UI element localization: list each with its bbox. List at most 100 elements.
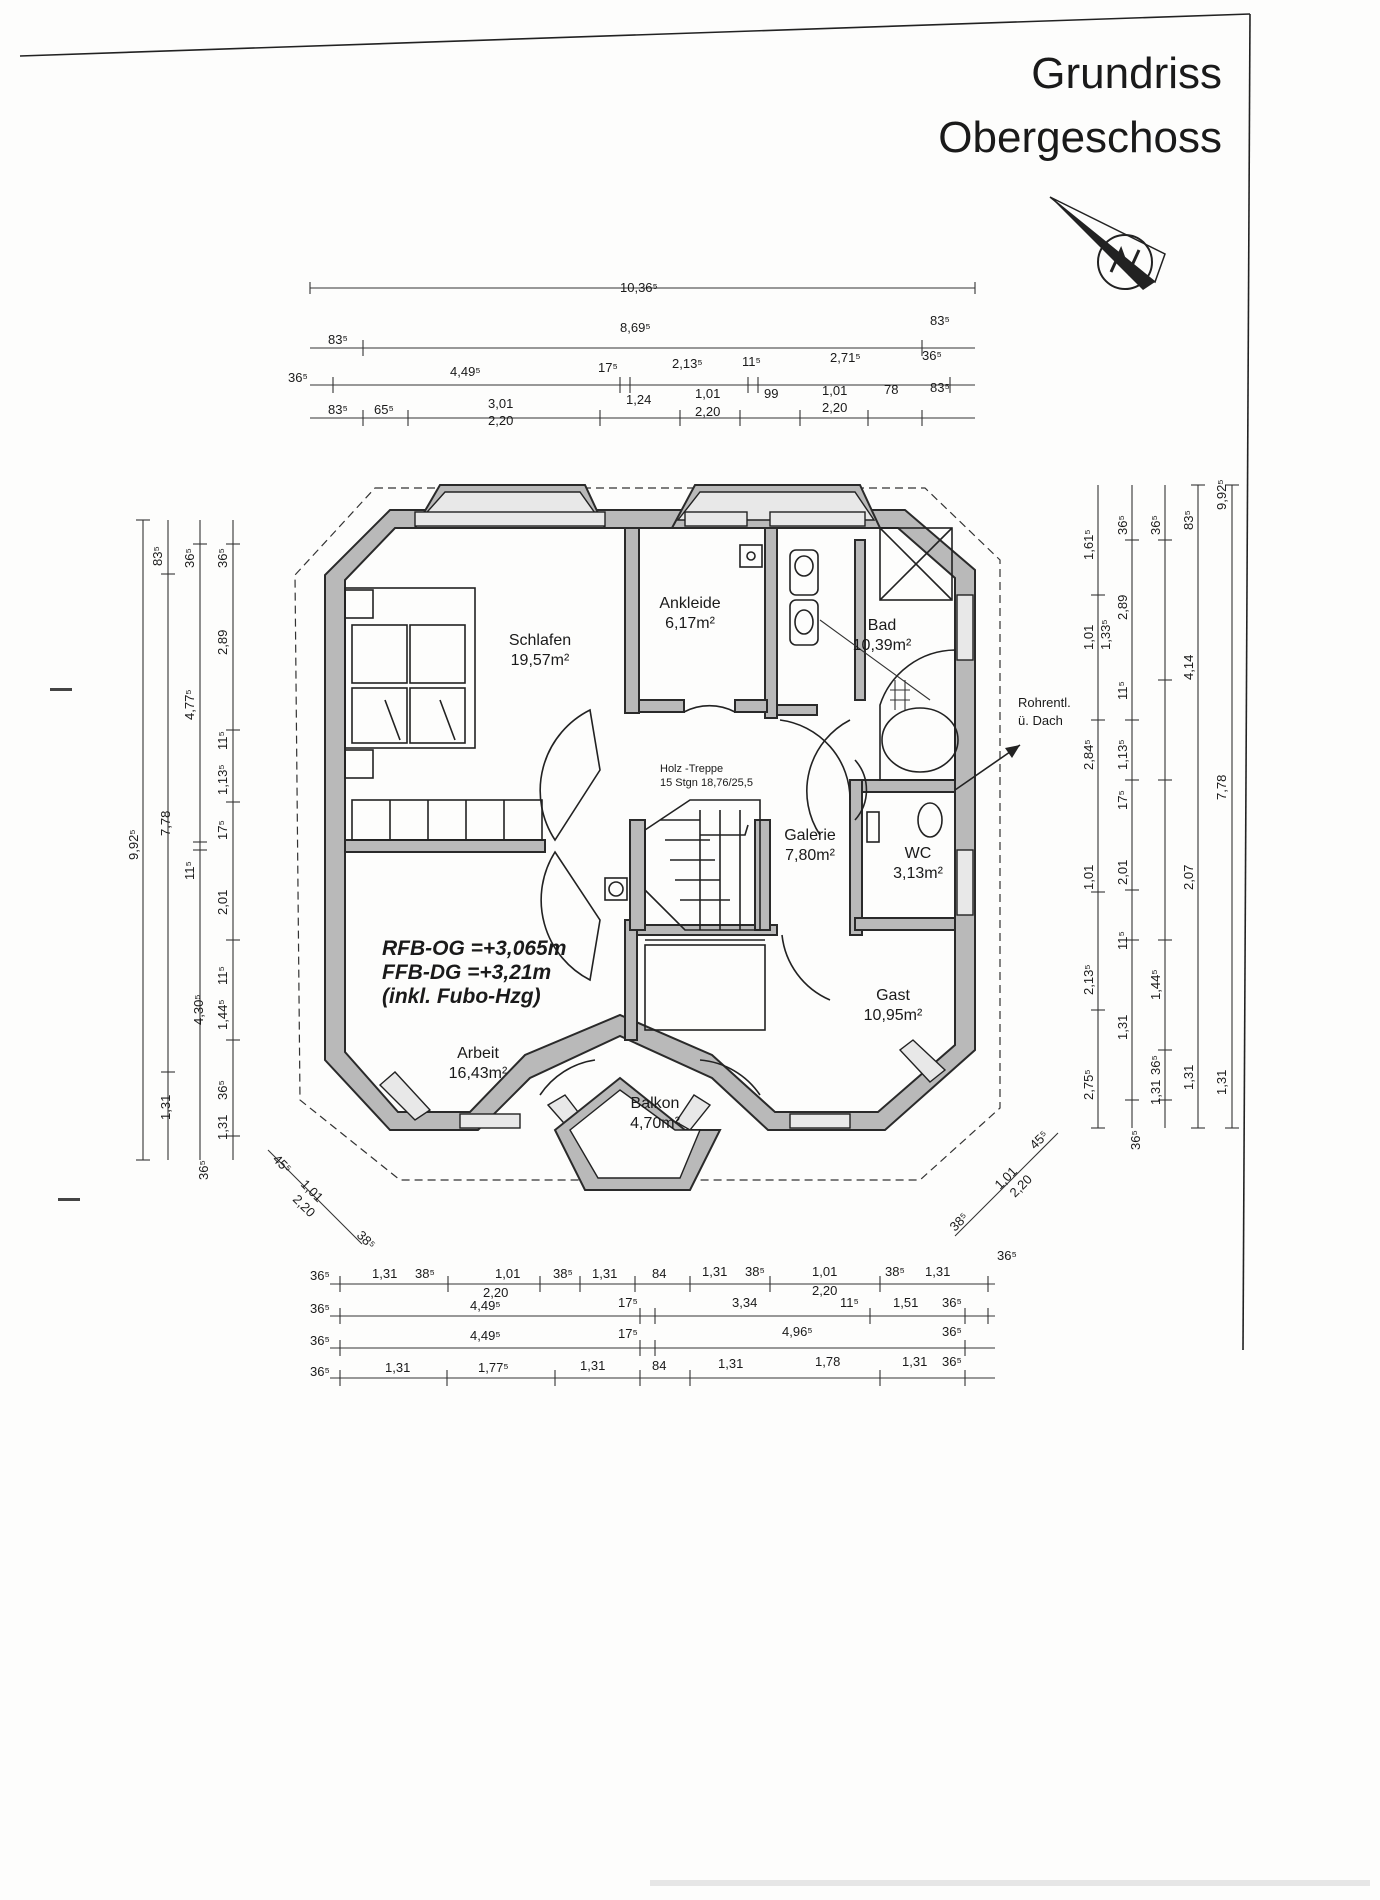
dim-right3-d: 1,31 — [1181, 1065, 1196, 1090]
bathroom-fixtures — [739, 527, 959, 843]
dim-left4-g: 11⁵ — [215, 966, 230, 985]
dim-right3-b: 4,14 — [1181, 655, 1196, 680]
dim-diagR-a: 38⁵ — [947, 1209, 972, 1234]
scan-marks — [50, 688, 1370, 1886]
dim-right4-i: 36⁵ — [1148, 1055, 1163, 1075]
level-line-1: RFB-OG =+3,065m — [382, 937, 566, 960]
dim-top4-l: 83⁵ — [930, 380, 950, 395]
dim-bot2-a: 36⁵ — [310, 1301, 330, 1316]
dim-top4-c: 3,01 — [488, 396, 513, 411]
dimensions-diagonal-left: 45⁵ 1,01 2,20 38⁵ — [267, 1149, 379, 1253]
dimensions-left: 9,92⁵ 83⁵ 7,78 1,31 36⁵ 4,77⁵ 11⁵ 4,30⁵ … — [126, 519, 240, 1180]
dim-bot2-b: 4,49⁵ — [470, 1298, 501, 1313]
dim-top3-f: 2,71⁵ — [830, 350, 861, 365]
dim-top3-g: 36⁵ — [922, 348, 942, 363]
dim-left3-e: 36⁵ — [196, 1160, 211, 1180]
dim-bot4-a: 36⁵ — [310, 1364, 330, 1379]
dim-left4-i: 36⁵ — [215, 1080, 230, 1100]
dim-bot4-h: 1,31 — [902, 1354, 927, 1369]
dim-right4-h: 1,44⁵ — [1148, 969, 1163, 1000]
dim-bot1-k: 1,01 — [812, 1264, 837, 1279]
dim-left4-d: 1,13⁵ — [215, 764, 230, 795]
dim-top4-h: 99 — [764, 386, 778, 401]
dim-top2-c: 83⁵ — [930, 313, 950, 328]
stair-label-1: Holz -Treppe — [660, 763, 723, 775]
room-ankleide-area: 6,17m² — [665, 615, 715, 632]
dim-bot2-f: 1,51 — [893, 1295, 918, 1310]
dim-left4-b: 2,89 — [215, 630, 230, 655]
dim-left-total: 9,92⁵ — [126, 829, 141, 860]
column-icon — [604, 877, 628, 901]
dim-diagL-d: 38⁵ — [354, 1228, 379, 1253]
room-wc-name: WC — [905, 845, 932, 862]
room-galerie-name: Galerie — [784, 827, 836, 844]
dim-bot1-n: 1,31 — [925, 1264, 950, 1279]
title-line-2: Obergeschoss — [938, 113, 1222, 162]
dim-bot3-d: 4,96⁵ — [782, 1324, 813, 1339]
staircase — [644, 799, 766, 1031]
dim-right1-a: 9,92⁵ — [1214, 479, 1229, 510]
room-arbeit-area: 16,43m² — [449, 1065, 508, 1082]
dim-right4-j: 1,31 — [1148, 1080, 1163, 1105]
dim-bot1-o: 36⁵ — [997, 1248, 1017, 1263]
dim-right5-b: 1,01 — [1081, 625, 1096, 650]
dimensions-bottom: 36⁵ 1,31 38⁵ 1,01 2,20 38⁵ 1,31 84 1,31 … — [310, 1248, 1017, 1386]
dim-top2-b: 8,69⁵ — [620, 320, 651, 335]
room-bad-name: Bad — [868, 617, 896, 634]
room-wc-area: 3,13m² — [893, 865, 943, 882]
dim-left3-a: 36⁵ — [182, 548, 197, 568]
dim-right4-e: 17⁵ — [1115, 790, 1130, 810]
room-balkon-area: 4,70m² — [630, 1115, 680, 1132]
dim-top4-e: 1,24 — [626, 392, 651, 407]
dim-right5-g: 2,75⁵ — [1081, 1069, 1096, 1100]
dim-bot3-e: 36⁵ — [942, 1324, 962, 1339]
dim-bot1-d: 1,01 — [495, 1266, 520, 1281]
dim-right5-e: 1,01 — [1081, 865, 1096, 890]
dim-top4-f: 1,01 — [695, 386, 720, 401]
dim-left4-c: 11⁵ — [215, 731, 230, 750]
room-ankleide-name: Ankleide — [659, 595, 720, 612]
dim-bot3-c: 17⁵ — [618, 1326, 638, 1341]
dim-bot4-i: 36⁵ — [942, 1354, 962, 1369]
dim-top4-g: 2,20 — [695, 404, 720, 419]
dim-left4-j: 1,31 — [215, 1115, 230, 1140]
dim-left2-c: 1,31 — [158, 1095, 173, 1120]
dim-top3-d: 2,13⁵ — [672, 356, 703, 371]
dim-right2-b: 7,78 — [1214, 775, 1229, 800]
dim-top4-j: 2,20 — [822, 400, 847, 415]
dim-top3-e: 11⁵ — [742, 354, 761, 369]
room-schlafen-name: Schlafen — [509, 632, 571, 649]
north-arrow-icon — [1049, 196, 1166, 290]
dim-left2-b: 7,78 — [158, 811, 173, 836]
dimensions-right: 1,61⁵ 1,01 1,33⁵ 2,84⁵ 1,01 2,13⁵ 2,75⁵ … — [1081, 479, 1239, 1150]
dimensions-top: 10,36⁵ 83⁵ 8,69⁵ 83⁵ 36⁵ 4,49⁵ 17⁵ 2,13⁵… — [288, 280, 976, 428]
exhaust-arrow-icon — [954, 744, 1021, 791]
room-bad-area: 10,39m² — [853, 637, 912, 654]
dim-bot1-h: 84 — [652, 1266, 666, 1281]
note-line-1: Rohrentl. — [1018, 695, 1071, 710]
dim-top-total: 10,36⁵ — [620, 280, 658, 295]
dim-right5-f: 2,13⁵ — [1081, 964, 1096, 995]
room-gast-area: 10,95m² — [864, 1007, 923, 1024]
dim-left4-e: 17⁵ — [215, 820, 230, 840]
dim-bot1-e: 2,20 — [483, 1285, 508, 1300]
dim-right5-h: 1,31 — [1115, 1015, 1130, 1040]
dim-top4-k: 78 — [884, 382, 898, 397]
dim-bot4-c: 1,77⁵ — [478, 1360, 509, 1375]
dim-right4-b: 2,89 — [1115, 595, 1130, 620]
room-galerie-area: 7,80m² — [785, 847, 835, 864]
door-swings — [539, 705, 868, 1096]
dim-top4-b: 65⁵ — [374, 402, 394, 417]
dim-bot1-j: 38⁵ — [745, 1264, 765, 1279]
dim-top3-a: 36⁵ — [288, 370, 308, 385]
room-arbeit-name: Arbeit — [457, 1045, 499, 1062]
dim-left4-f: 2,01 — [215, 890, 230, 915]
dim-bot4-g: 1,78 — [815, 1354, 840, 1369]
dim-left3-c: 11⁵ — [182, 861, 197, 880]
dim-right5-d: 2,84⁵ — [1081, 739, 1096, 770]
level-line-3: (inkl. Fubo-Hzg) — [382, 985, 541, 1008]
dim-right5-c: 1,33⁵ — [1098, 619, 1113, 650]
dim-right4-f: 2,01 — [1115, 860, 1130, 885]
dimensions-diagonal-right: 38⁵ 1,01 2,20 45⁵ — [947, 1127, 1059, 1237]
